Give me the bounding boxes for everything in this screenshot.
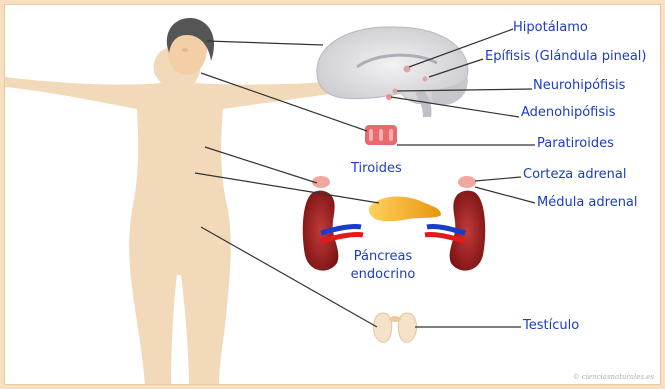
neurohypophysis-spot: [393, 89, 398, 94]
label-tiroides: Tiroides: [351, 161, 402, 176]
label-medula-adrenal: Médula adrenal: [537, 195, 638, 210]
pineal-spot: [423, 77, 428, 82]
nose-spot: [182, 48, 188, 52]
line-head-brain: [207, 41, 323, 45]
thyroid-gland: [365, 125, 397, 145]
line-corteza: [475, 177, 521, 181]
credit-watermark: © cienciasnaturales.es: [573, 373, 654, 381]
testicles: [373, 313, 416, 342]
label-pancreas: Páncreas endocrino: [343, 249, 423, 282]
line-medula: [475, 187, 535, 203]
right-kidney: [425, 176, 485, 271]
diagram-frame: Hipotálamo Epífisis (Glándula pineal) Ne…: [4, 4, 661, 385]
right-adrenal: [458, 176, 476, 188]
label-corteza-adrenal: Corteza adrenal: [523, 167, 627, 182]
pancreas: [369, 197, 441, 222]
label-pancreas-line1: Páncreas: [343, 249, 423, 264]
label-adenohipofisis: Adenohipófisis: [521, 105, 616, 120]
label-epifisis: Epífisis (Glándula pineal): [485, 49, 646, 64]
label-testiculo: Testículo: [523, 318, 579, 333]
label-neurohipofisis: Neurohipófisis: [533, 78, 625, 93]
label-pancreas-line2: endocrino: [343, 267, 423, 282]
label-paratiroides: Paratiroides: [537, 136, 614, 151]
label-hipotalamo: Hipotálamo: [513, 20, 588, 35]
